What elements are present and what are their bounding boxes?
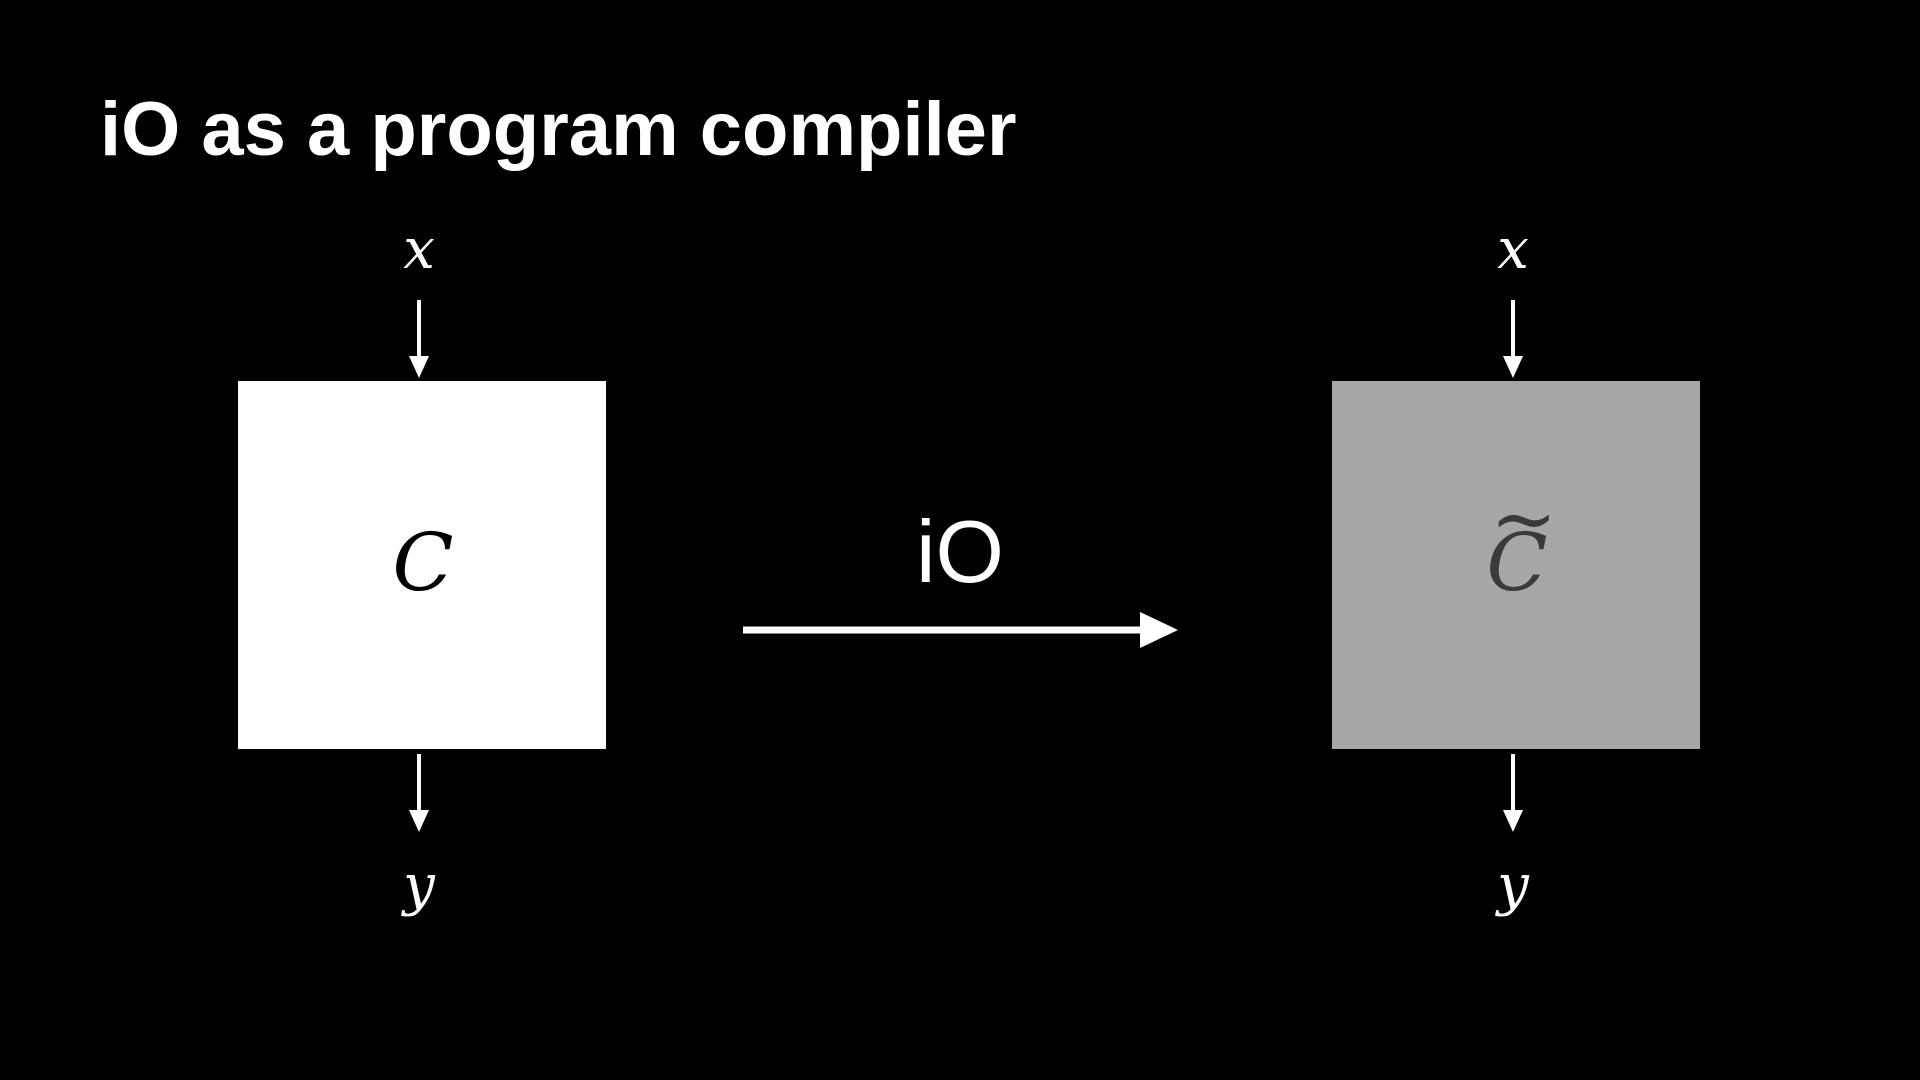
original-circuit-box (238, 381, 606, 749)
io-transform-arrow (743, 612, 1178, 648)
left-input-label: x (403, 217, 435, 282)
tilde-accent: ~ (1490, 472, 1558, 565)
left-output-arrow (409, 754, 429, 832)
slide-title: iO as a program compiler (100, 87, 1017, 172)
left-input-arrow (409, 300, 429, 378)
obfuscated-circuit-symbol: C~ (1486, 479, 1557, 603)
original-circuit-label: C (392, 516, 454, 609)
right-output-arrow (1503, 754, 1523, 832)
right-input-arrow (1503, 300, 1523, 378)
right-input-label: x (1497, 217, 1529, 282)
obfuscated-circuit-letter: C (1486, 516, 1548, 609)
left-output-label: y (403, 853, 435, 918)
obfuscated-circuit-box (1332, 381, 1700, 749)
obfuscated-circuit-label: C~ (1417, 479, 1617, 603)
right-output-label: y (1497, 853, 1529, 918)
io-transform-label: iO (916, 502, 1004, 601)
